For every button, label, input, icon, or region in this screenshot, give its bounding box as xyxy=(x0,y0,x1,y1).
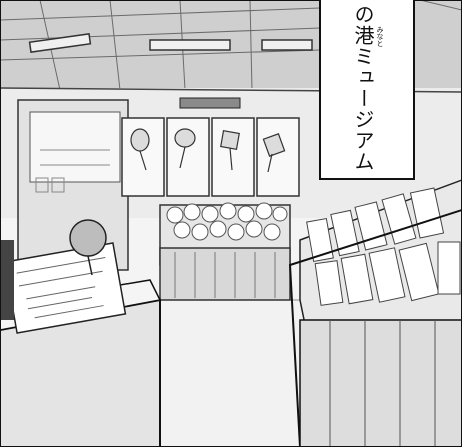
caption-furigana: みなと xyxy=(376,26,384,47)
caption-text: の港ミュージアム xyxy=(351,4,375,172)
caption-box: の港ミュージアム みなと xyxy=(319,0,415,180)
